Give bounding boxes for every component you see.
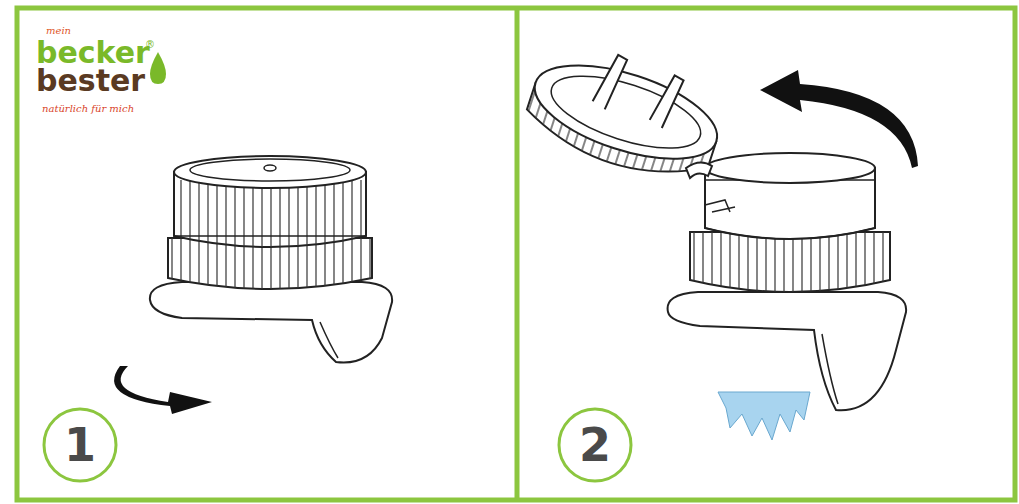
step-circle: 2	[557, 407, 633, 483]
step-number: 2	[557, 407, 633, 483]
step-circle: 1	[42, 407, 118, 483]
lid-inner	[543, 61, 709, 162]
logo-slogan: natürlich für mich	[42, 104, 134, 114]
cap-open	[519, 33, 906, 410]
panel-frame	[17, 8, 1015, 500]
cap-top-inner	[190, 159, 350, 181]
logo-mein: mein	[46, 26, 71, 36]
logo-becker: becker	[36, 38, 150, 68]
spout-flange	[150, 282, 392, 363]
logo-bester: bester	[36, 66, 145, 96]
hinge-teeth	[705, 200, 735, 212]
lift-arrow	[760, 70, 918, 168]
tear-strip	[718, 392, 810, 440]
logo-registered: ®	[145, 40, 155, 50]
panel-divider	[515, 8, 520, 500]
spout-edge	[822, 334, 838, 404]
cap-ribs	[174, 180, 366, 247]
cap-ring	[690, 232, 890, 292]
cap-top	[705, 153, 875, 183]
cap-collar	[705, 180, 875, 239]
spout-edge	[320, 322, 338, 358]
lid-rim	[524, 47, 728, 178]
cap-top	[174, 156, 366, 188]
logo-drop	[150, 52, 166, 84]
lid-prongs	[591, 52, 684, 130]
spout-flange	[668, 292, 907, 410]
cap-hole	[264, 165, 276, 171]
ring-ribs	[690, 232, 890, 292]
band-line	[174, 235, 366, 237]
step-number: 1	[42, 407, 118, 483]
cap-closed	[150, 156, 392, 363]
hinge	[686, 162, 712, 178]
rotate-arrow	[114, 366, 212, 414]
lid	[519, 33, 732, 192]
